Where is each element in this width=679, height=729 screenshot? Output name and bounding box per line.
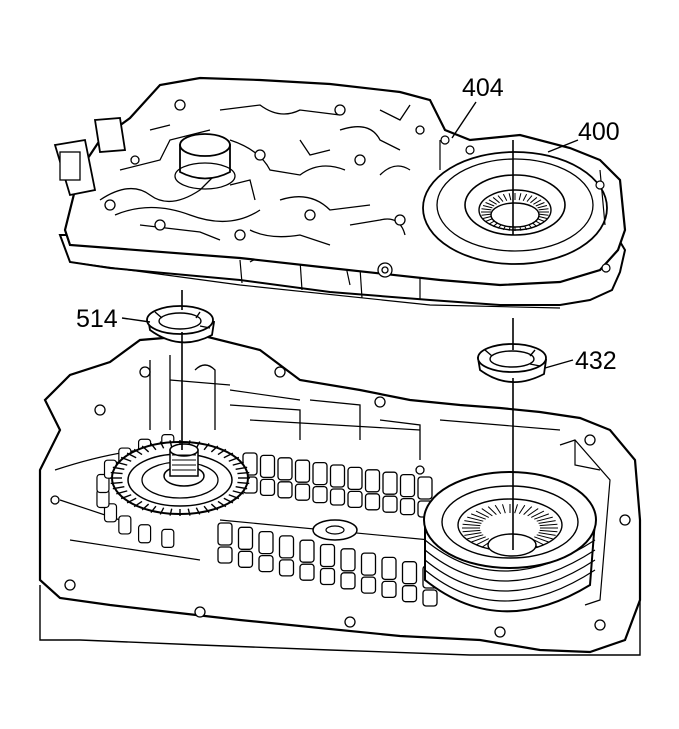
cover-housing	[422, 135, 611, 273]
callout-label-400: 400	[578, 118, 620, 146]
accumulator-housing	[174, 133, 236, 190]
callouts: 404 400 514 432	[76, 74, 620, 375]
valve-body-bolts	[104, 99, 425, 278]
callout-400: 400	[547, 118, 620, 153]
washer-432	[476, 343, 548, 383]
callout-label-404: 404	[462, 74, 504, 102]
case-center-boss	[312, 519, 358, 541]
case-bolt-holes	[50, 366, 631, 638]
callout-label-432: 432	[575, 347, 617, 375]
washer-514	[146, 305, 216, 344]
callout-label-514: 514	[76, 305, 118, 333]
callout-432: 432	[544, 347, 617, 375]
valve-body	[53, 76, 627, 309]
callout-404: 404	[451, 74, 504, 139]
alignment-lines	[181, 140, 514, 550]
callout-514: 514	[76, 305, 151, 333]
transmission-case	[38, 333, 642, 656]
drive-sprocket	[110, 440, 250, 516]
clutch-pack	[423, 439, 611, 613]
